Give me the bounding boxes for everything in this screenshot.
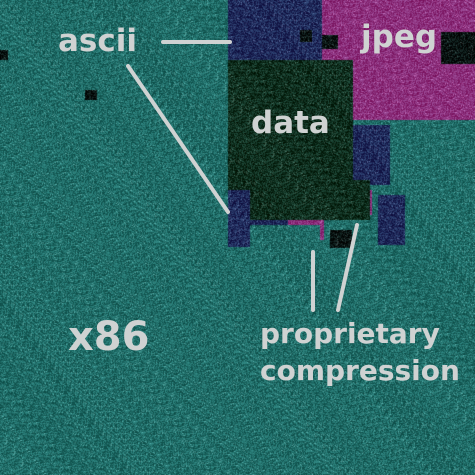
ascii-label: ascii bbox=[58, 23, 137, 59]
data-label: data bbox=[251, 105, 330, 141]
ascii-pointer-line-diagonal bbox=[126, 64, 230, 214]
compression-label: compression bbox=[260, 354, 460, 387]
proprietary-label: proprietary bbox=[260, 317, 440, 350]
jpeg-label: jpeg bbox=[361, 19, 438, 55]
proprietary-pointer-line-right bbox=[336, 223, 359, 312]
x86-label: x86 bbox=[68, 314, 150, 360]
